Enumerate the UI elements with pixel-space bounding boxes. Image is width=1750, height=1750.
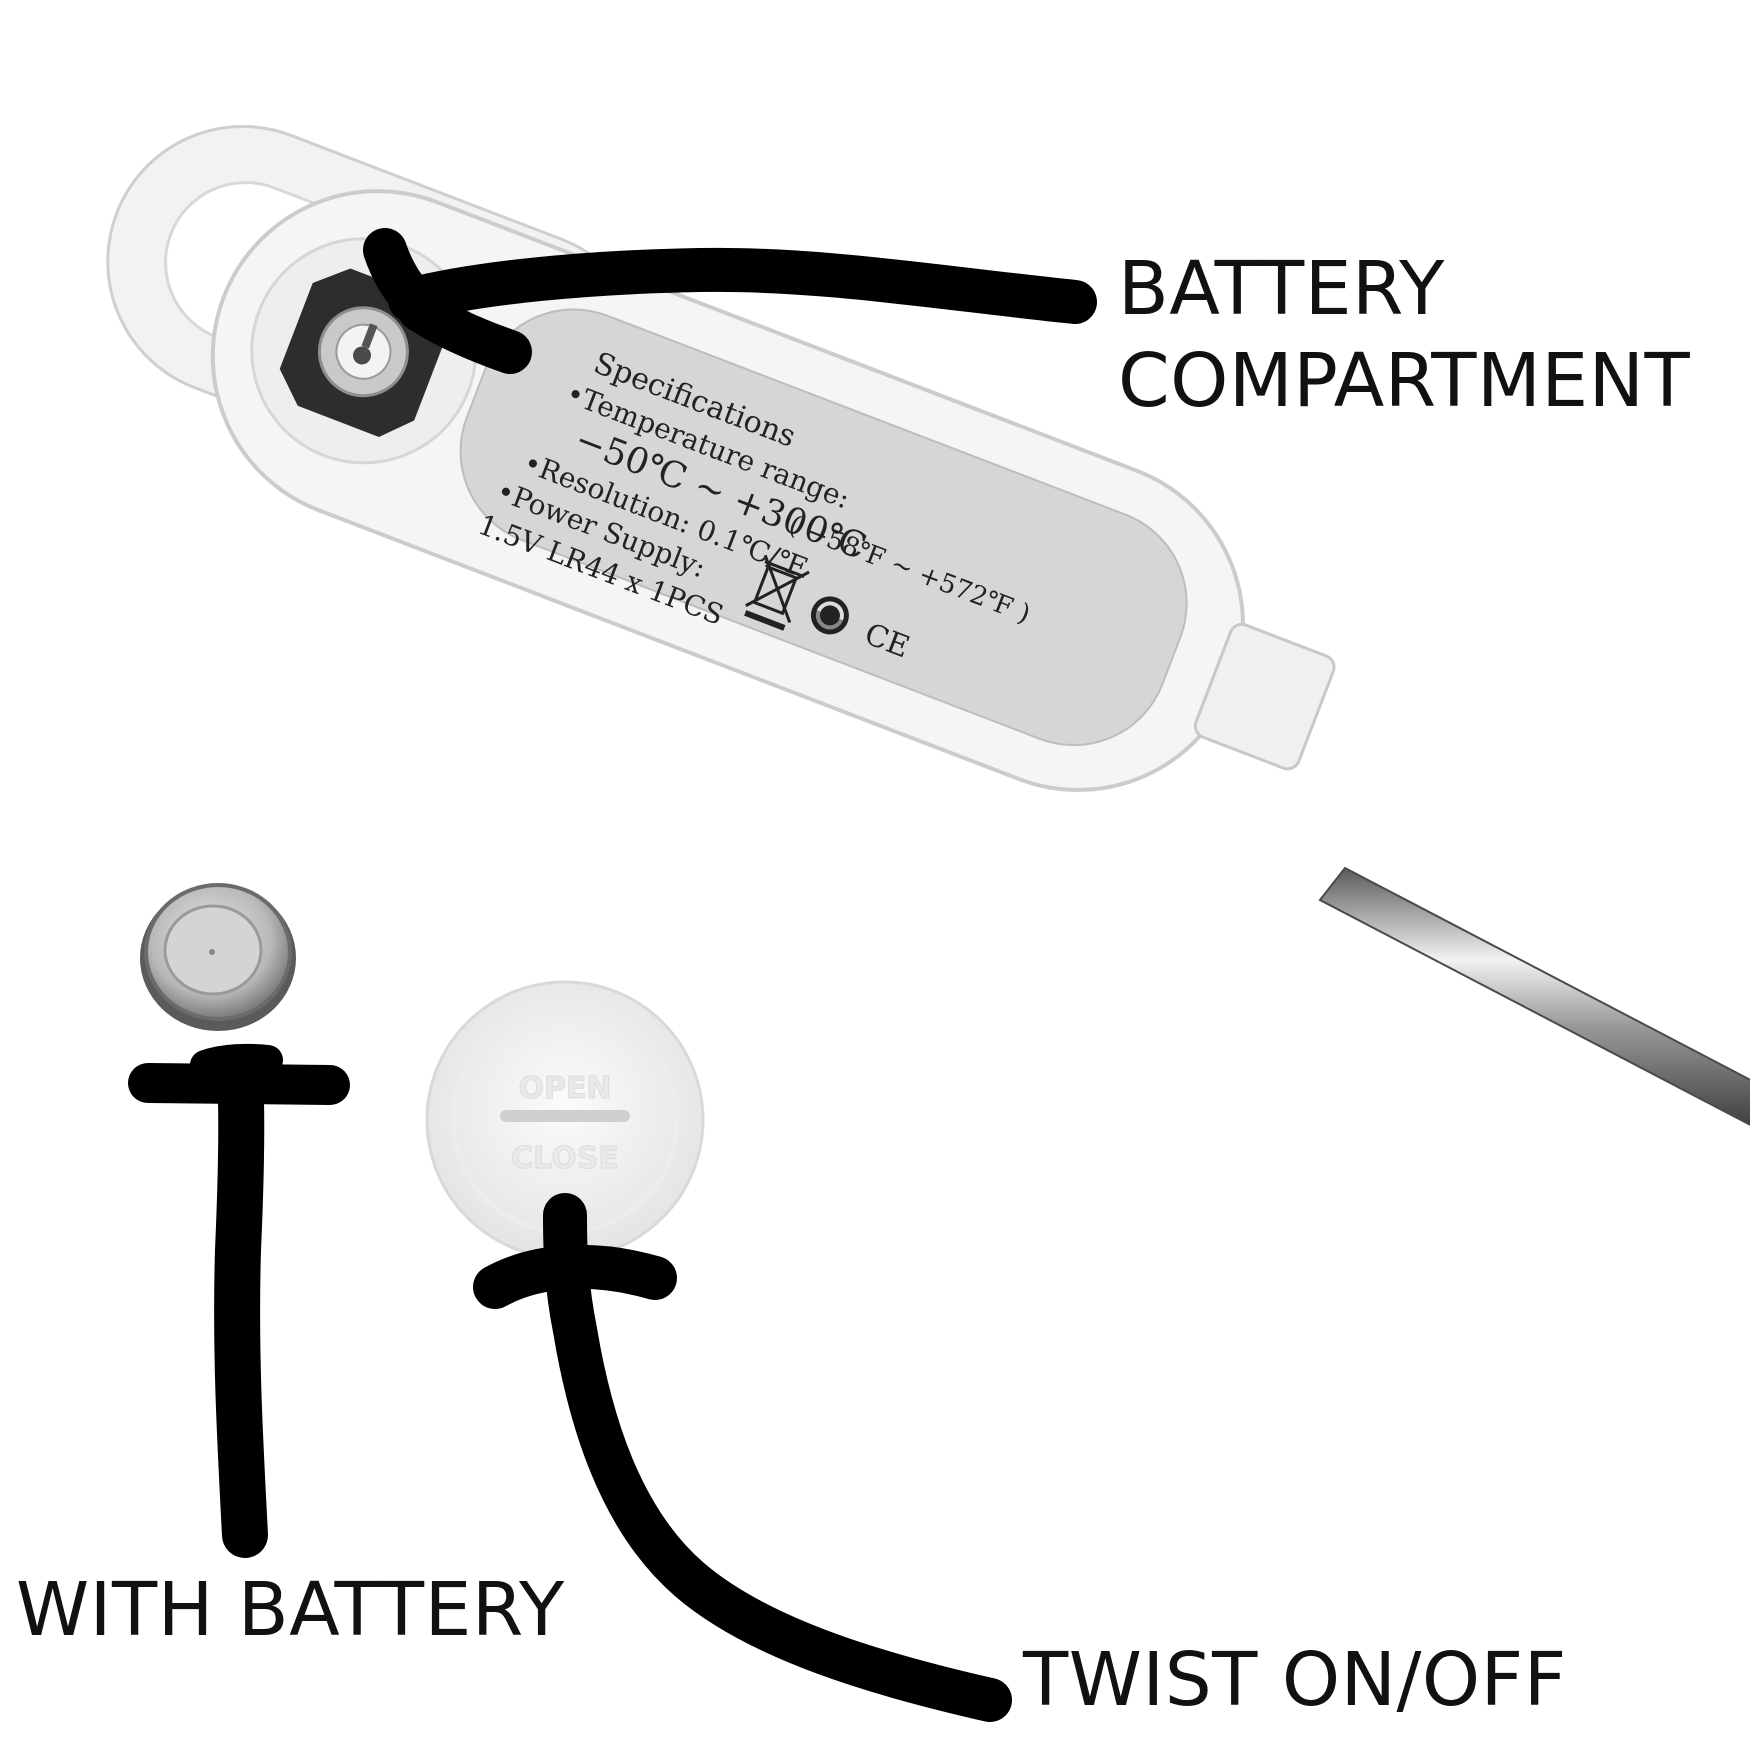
callout-battery-line2: COMPARTMENT [1118, 337, 1691, 424]
coin-battery [140, 883, 296, 1031]
callout-battery-line1: BATTERY [1118, 246, 1445, 332]
callout-twist-on-off: TWIST ON/OFF [1023, 1637, 1567, 1723]
arrow-to-battery-compartment [363, 228, 1097, 374]
arrow-to-cap [473, 1193, 1012, 1722]
recycle-mark-icon [810, 596, 849, 635]
compartment-socket [279, 268, 448, 437]
cap-close-text: CLOSE [511, 1141, 619, 1176]
callout-with-battery: WITH BATTERY [16, 1567, 565, 1653]
cap-open-text: OPEN [518, 1071, 611, 1106]
callout-battery-compartment: BATTERY COMPARTMENT [1118, 244, 1690, 428]
thermometer-body: Specifications •Temperature range: −50℃ … [106, 124, 1336, 792]
weee-bin-icon [744, 554, 810, 631]
arrow-to-battery [128, 1043, 350, 1558]
metal-probe [1318, 866, 1750, 1126]
